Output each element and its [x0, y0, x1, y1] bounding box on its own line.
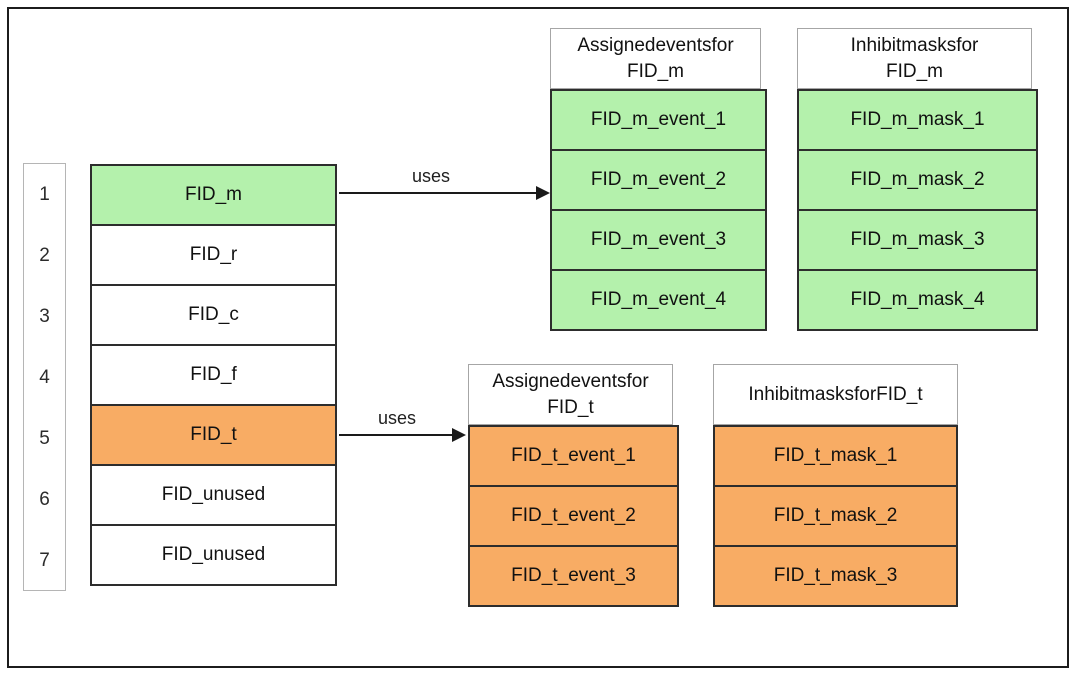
mask-cell: FID_t_mask_3: [715, 547, 956, 605]
events-fid-t-table: FID_t_event_1 FID_t_event_2 FID_t_event_…: [468, 425, 679, 607]
uses-arrow-bottom-label: uses: [378, 408, 417, 428]
fid-table: FID_m FID_r FID_c FID_f FID_t FID_unused…: [90, 164, 337, 586]
masks-fid-m-title-line2: FID_m: [886, 61, 943, 82]
mask-cell: FID_m_mask_2: [799, 151, 1036, 211]
fid-row-fid-c: FID_c: [92, 286, 335, 346]
index-number: 7: [39, 550, 50, 571]
mask-cell: FID_m_mask_1: [799, 91, 1036, 151]
event-cell: FID_t_event_3: [470, 547, 677, 605]
fid-row-fid-f: FID_f: [92, 346, 335, 406]
fid-row-fid-r: FID_r: [92, 226, 335, 286]
uses-arrow-top-label: uses: [412, 166, 451, 186]
uses-arrow-bottom-line: [339, 434, 452, 436]
fid-row-fid-t: FID_t: [92, 406, 335, 466]
event-cell: FID_m_event_2: [552, 151, 765, 211]
masks-fid-t-table: FID_t_mask_1 FID_t_mask_2 FID_t_mask_3: [713, 425, 958, 607]
events-fid-m-title-line2: FID_m: [627, 61, 684, 82]
mask-cell: FID_m_mask_4: [799, 271, 1036, 329]
masks-fid-m-header: Inhibitmasksfor FID_m: [797, 28, 1032, 89]
index-number: 4: [39, 367, 50, 388]
mask-cell: FID_t_mask_1: [715, 427, 956, 487]
uses-arrow-top-head-icon: [536, 186, 550, 200]
uses-arrow-top-line: [339, 192, 536, 194]
events-fid-t-title-line2: FID_t: [547, 397, 594, 418]
events-fid-t-header: Assignedeventsfor FID_t: [468, 364, 673, 425]
event-cell: FID_m_event_3: [552, 211, 765, 271]
masks-fid-m-table: FID_m_mask_1 FID_m_mask_2 FID_m_mask_3 F…: [797, 89, 1038, 331]
events-fid-t-title-line1: Assignedeventsfor: [492, 371, 649, 392]
mask-cell: FID_t_mask_2: [715, 487, 956, 547]
index-number: 6: [39, 489, 50, 510]
index-number: 2: [39, 245, 50, 266]
masks-fid-t-title-line1: InhibitmasksforFID_t: [748, 383, 923, 405]
index-number: 1: [39, 184, 50, 205]
index-number: 5: [39, 428, 50, 449]
index-number: 3: [39, 306, 50, 327]
event-cell: FID_t_event_2: [470, 487, 677, 547]
fid-row-fid-m: FID_m: [92, 166, 335, 226]
fid-index-column: 1 2 3 4 5 6 7: [23, 163, 66, 591]
masks-fid-m-title-line1: Inhibitmasksfor: [850, 35, 979, 56]
mask-cell: FID_m_mask_3: [799, 211, 1036, 271]
event-cell: FID_t_event_1: [470, 427, 677, 487]
event-cell: FID_m_event_4: [552, 271, 765, 329]
events-fid-m-title-line1: Assignedeventsfor: [577, 35, 734, 56]
event-cell: FID_m_event_1: [552, 91, 765, 151]
events-fid-m-table: FID_m_event_1 FID_m_event_2 FID_m_event_…: [550, 89, 767, 331]
fid-row-fid-unused-1: FID_unused: [92, 466, 335, 526]
uses-arrow-bottom-head-icon: [452, 428, 466, 442]
fid-row-fid-unused-2: FID_unused: [92, 526, 335, 584]
diagram-frame: [7, 7, 1069, 668]
masks-fid-t-header: InhibitmasksforFID_t: [713, 364, 958, 425]
events-fid-m-header: Assignedeventsfor FID_m: [550, 28, 761, 89]
